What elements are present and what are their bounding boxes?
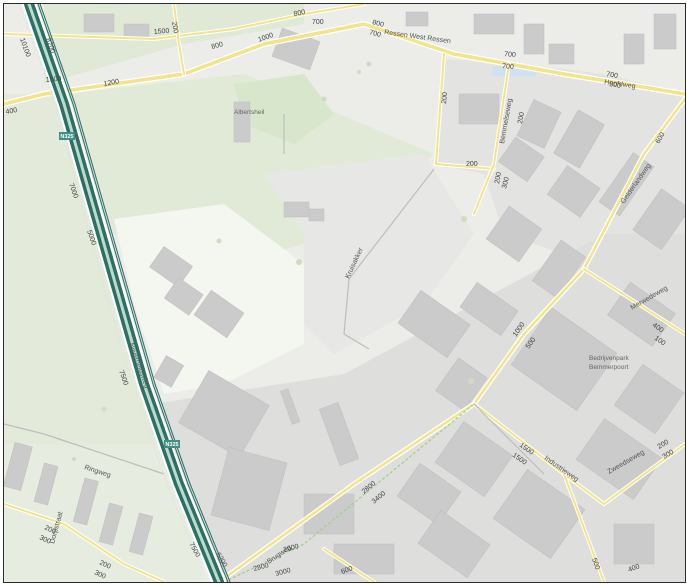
road-number: 800: [211, 41, 224, 51]
road-number: 400: [627, 563, 640, 574]
major-roads: [4, 4, 685, 582]
road-number: 700: [606, 71, 619, 80]
road-number: 500: [590, 557, 601, 570]
road-number: 200: [657, 439, 671, 451]
minor-roads: [4, 114, 545, 475]
road-number: 2800: [253, 562, 270, 573]
road-number: 1500: [154, 28, 170, 36]
road-number: 7000: [67, 182, 79, 199]
road-number: 3000: [275, 567, 292, 578]
road-number: 300: [662, 449, 676, 461]
road-number: 7500: [117, 369, 129, 386]
place-label-bedrijvenpark: Bedrijvenpark: [589, 355, 629, 362]
map-canvas[interactable]: N325 N325 Albertsheil Bedrijvenpark Bemm…: [4, 4, 685, 582]
road-number: 500: [609, 81, 622, 90]
road-number: 200: [170, 21, 179, 34]
road-number: 5000: [85, 229, 97, 246]
road-number: 1200: [103, 78, 120, 88]
road-number: 200: [494, 172, 503, 185]
road-number: 300: [501, 176, 511, 189]
road-badge-a: N325: [59, 132, 75, 140]
road-number: 700: [312, 19, 324, 26]
road-number: 1000: [257, 32, 274, 44]
road-number: 300: [93, 569, 107, 580]
road-number: 200: [98, 559, 112, 570]
road-number: 300: [38, 534, 52, 545]
place-label-bemmerpoort: Bemmerpoort: [589, 364, 629, 371]
road-number: 200: [517, 112, 526, 125]
trees: [72, 61, 474, 461]
road-number: 800: [371, 19, 384, 29]
svg-text:N325: N325: [60, 134, 73, 140]
road-number: 200: [441, 92, 449, 104]
green-area-park: [234, 74, 334, 144]
road-number: 200: [43, 524, 57, 535]
road-number: 600: [340, 565, 353, 576]
place-label-albertsheil: Albertsheil: [234, 109, 265, 116]
cycle-path: [223, 403, 475, 582]
buildings: [4, 11, 685, 578]
map-view[interactable]: N325 N325 Albertsheil Bedrijvenpark Bemm…: [3, 3, 686, 583]
highway: [18, 4, 231, 582]
road-badge-b: N325: [164, 440, 180, 448]
road-number: 2600: [283, 543, 300, 554]
road-number: 1500: [46, 76, 62, 84]
road-number: 800: [293, 9, 306, 18]
svg-text:N325: N325: [165, 442, 178, 448]
road-number: 200: [466, 161, 478, 168]
street-name-hoofdweg: Hoofdweg: [604, 79, 636, 90]
road-number: 8200: [44, 37, 56, 54]
road-number: 400: [5, 107, 18, 116]
road-number: 600: [655, 131, 667, 145]
road-number: 700: [502, 63, 514, 71]
road-number: 700: [504, 51, 516, 59]
road-number: 700: [368, 29, 381, 39]
road-number-labels: 800 700 800 700 1000 800 200 1500 1200 1…: [5, 9, 675, 581]
